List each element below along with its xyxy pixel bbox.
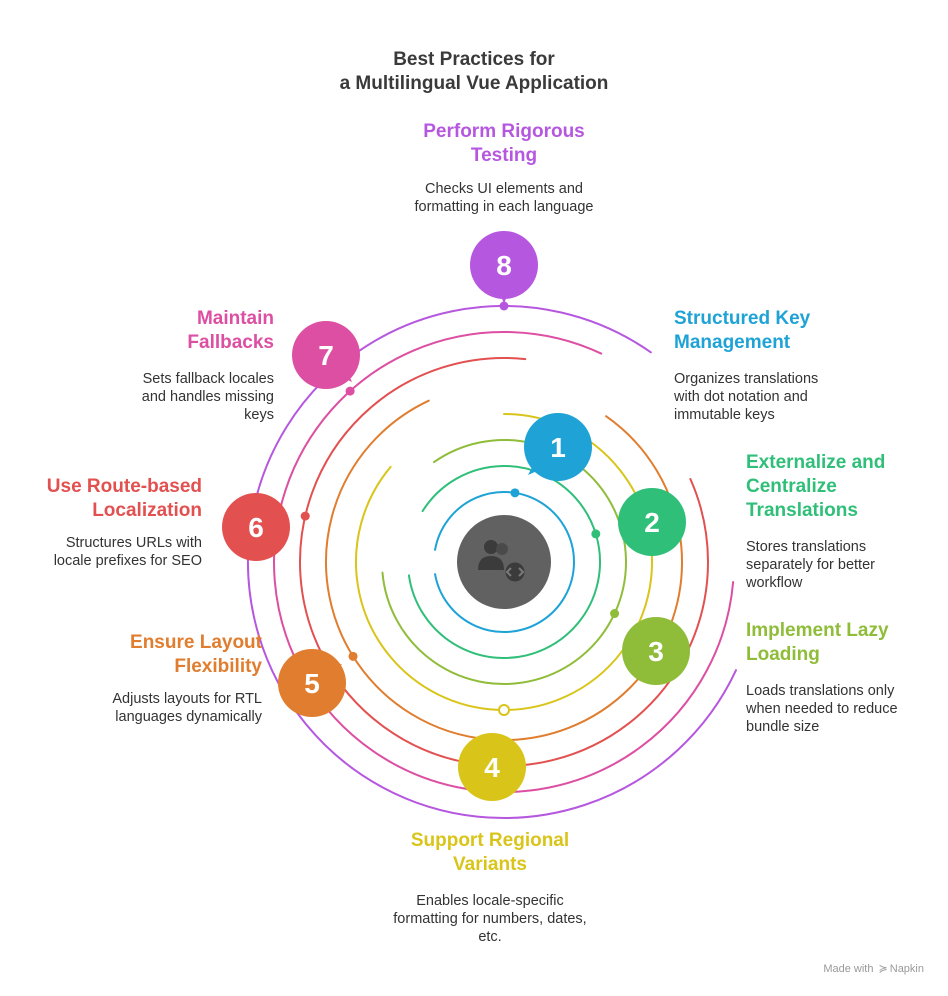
badge-8: 8: [470, 231, 538, 304]
item-4-description: Enables locale-specific formatting for n…: [393, 893, 587, 945]
badge-3: 3: [622, 617, 690, 685]
napkin-logo-icon: ≽: [878, 963, 888, 975]
item-6-description: Structures URLs with locale prefixes for…: [53, 535, 202, 569]
badge-circle-3: [622, 617, 690, 685]
badge-4: 4: [458, 733, 526, 801]
badge-circle-5: [278, 649, 346, 717]
badge-circle-2: [618, 488, 686, 556]
badges: 1 2 3 4 5 6 7 8: [222, 231, 690, 801]
item-4-heading: Support Regional Variants: [410, 830, 570, 875]
badge-number-3: 3: [648, 636, 664, 667]
item-7-description: Sets fallback locales and handles missin…: [141, 371, 274, 423]
item-6-heading: Use Route-based Localization: [46, 476, 202, 521]
ring-marker-2: [591, 529, 601, 539]
item-2-heading: Externalize and Centralize Translations: [746, 452, 886, 521]
badge-circle-4: [458, 733, 526, 801]
markers: [300, 301, 620, 716]
brand-label: Napkin: [889, 963, 924, 975]
badge-circle-1: [524, 413, 592, 481]
ring-marker-4: [498, 704, 510, 716]
item-5-description: Adjusts layouts for RTL languages dynami…: [112, 691, 262, 725]
center-hub: [457, 515, 551, 609]
badge-1: 1: [524, 413, 592, 481]
badge-number-1: 1: [550, 432, 566, 463]
badge-5: 5: [278, 649, 346, 717]
badge-6: 6: [222, 493, 290, 561]
badge-number-6: 6: [248, 512, 264, 543]
ring-8: [247, 305, 738, 819]
ring-4: [355, 413, 653, 711]
badge-circle-6: [222, 493, 290, 561]
badge-number-2: 2: [644, 507, 660, 538]
ring-marker-8: [499, 301, 509, 311]
footer-credit: Made with ≽Napkin: [823, 962, 924, 975]
badge-7: 7: [292, 321, 360, 389]
item-3-heading: Implement Lazy Loading: [746, 620, 889, 665]
item-3-description: Loads translations only when needed to r…: [746, 683, 898, 735]
ring-marker-1: [510, 488, 520, 498]
item-8-heading: Perform Rigorous Testing: [423, 121, 585, 166]
made-with-label: Made with: [823, 963, 874, 975]
ring-marker-6: [300, 511, 310, 521]
ring-2: [407, 465, 601, 659]
ring-1: [434, 491, 575, 633]
badge-number-5: 5: [304, 668, 320, 699]
diagram-title: Best Practices for a Multilingual Vue Ap…: [274, 48, 674, 96]
ring-marker-3: [610, 609, 620, 619]
item-7-heading: Maintain Fallbacks: [187, 308, 274, 353]
item-1-description: Organizes translations with dot notation…: [674, 371, 819, 423]
badge-circle-7: [292, 321, 360, 389]
badge-number-4: 4: [484, 752, 500, 783]
title-line-2: a Multilingual Vue Application: [339, 73, 609, 94]
item-1-heading: Structured Key Management: [674, 308, 811, 353]
item-8-description: Checks UI elements and formatting in eac…: [414, 181, 594, 215]
badge-number-8: 8: [496, 250, 512, 281]
ring-marker-7: [345, 386, 355, 396]
badge-2: 2: [618, 488, 686, 556]
ring-marker-5: [348, 651, 358, 661]
badge-circle-8: [470, 231, 538, 299]
ring-6: [299, 357, 709, 767]
item-2-description: Stores translations separately for bette…: [746, 539, 875, 591]
users-code-icon: [478, 540, 525, 582]
title-line-1: Best Practices for: [393, 49, 555, 70]
badge-number-7: 7: [318, 340, 334, 371]
item-5-heading: Ensure Layout Flexibility: [130, 632, 262, 677]
